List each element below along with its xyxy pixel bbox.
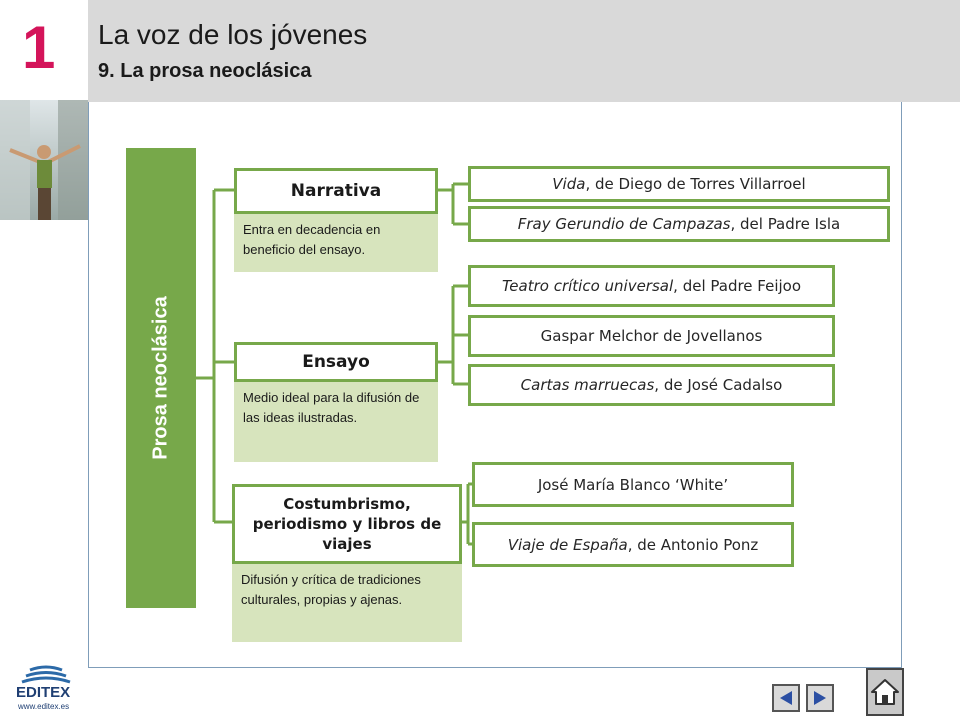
prev-arrow-icon — [780, 691, 792, 705]
home-icon — [871, 679, 899, 705]
category-ensayo: Ensayo — [234, 342, 438, 382]
item-vida-author: , de Diego de Torres Villarroel — [585, 175, 806, 193]
category-ensayo-description: Medio ideal para la difusión de las idea… — [234, 382, 438, 462]
item-teatro-critico-author: , del Padre Feijoo — [673, 277, 802, 295]
item-vida-title: Vida — [552, 175, 586, 193]
logo-url: www.editex.es — [18, 702, 70, 711]
item-viaje-espana-author: , de Antonio Ponz — [627, 535, 759, 554]
item-jovellanos: Gaspar Melchor de Jovellanos — [468, 315, 835, 357]
header-band — [88, 0, 960, 102]
item-teatro-critico-title: Teatro crítico universal — [501, 277, 674, 295]
item-viaje-espana-title: Viaje de España — [507, 535, 628, 554]
item-viaje-espana: Viaje de España, de Antonio Ponz — [472, 522, 794, 567]
next-arrow-icon — [814, 691, 826, 705]
category-narrativa: Narrativa — [234, 168, 438, 214]
item-cartas-marruecas: Cartas marruecas, de José Cadalso — [468, 364, 835, 406]
item-cartas-marruecas-title: Cartas marruecas — [520, 376, 655, 394]
category-narrativa-description: Entra en decadencia en beneficio del ens… — [234, 214, 438, 272]
next-button[interactable] — [806, 684, 834, 712]
prev-button[interactable] — [772, 684, 800, 712]
item-teatro-critico: Teatro crítico universal, del Padre Feij… — [468, 265, 835, 307]
item-blanco-white: José María Blanco ‘White’ — [472, 462, 794, 507]
root-label: Prosa neoclásica — [149, 296, 172, 460]
content-frame — [88, 102, 902, 668]
item-fray-gerundio-author: , del Padre Isla — [730, 215, 841, 233]
editex-logo: EDITEX www.editex.es — [8, 664, 84, 714]
logo-text: EDITEX — [16, 684, 71, 701]
page-title: La voz de los jóvenes — [98, 19, 368, 50]
item-cartas-marruecas-author: , de José Cadalso — [654, 376, 783, 394]
item-blanco-white-author: José María Blanco ‘White’ — [537, 475, 729, 494]
header-photo — [0, 100, 88, 220]
home-button[interactable] — [866, 668, 904, 716]
category-costumbrismo: Costumbrismo, periodismo y libros de via… — [232, 484, 462, 564]
root-node: Prosa neoclásica — [126, 148, 196, 608]
item-fray-gerundio-title: Fray Gerundio de Campazas — [517, 215, 731, 233]
chapter-number: 1 — [22, 14, 56, 81]
item-vida: Vida, de Diego de Torres Villarroel — [468, 166, 890, 202]
page-subtitle: 9. La prosa neoclásica — [98, 60, 312, 82]
category-costumbrismo-description: Difusión y crítica de tradiciones cultur… — [232, 564, 462, 642]
item-fray-gerundio: Fray Gerundio de Campazas, del Padre Isl… — [468, 206, 890, 242]
item-jovellanos-author: Gaspar Melchor de Jovellanos — [540, 327, 763, 345]
